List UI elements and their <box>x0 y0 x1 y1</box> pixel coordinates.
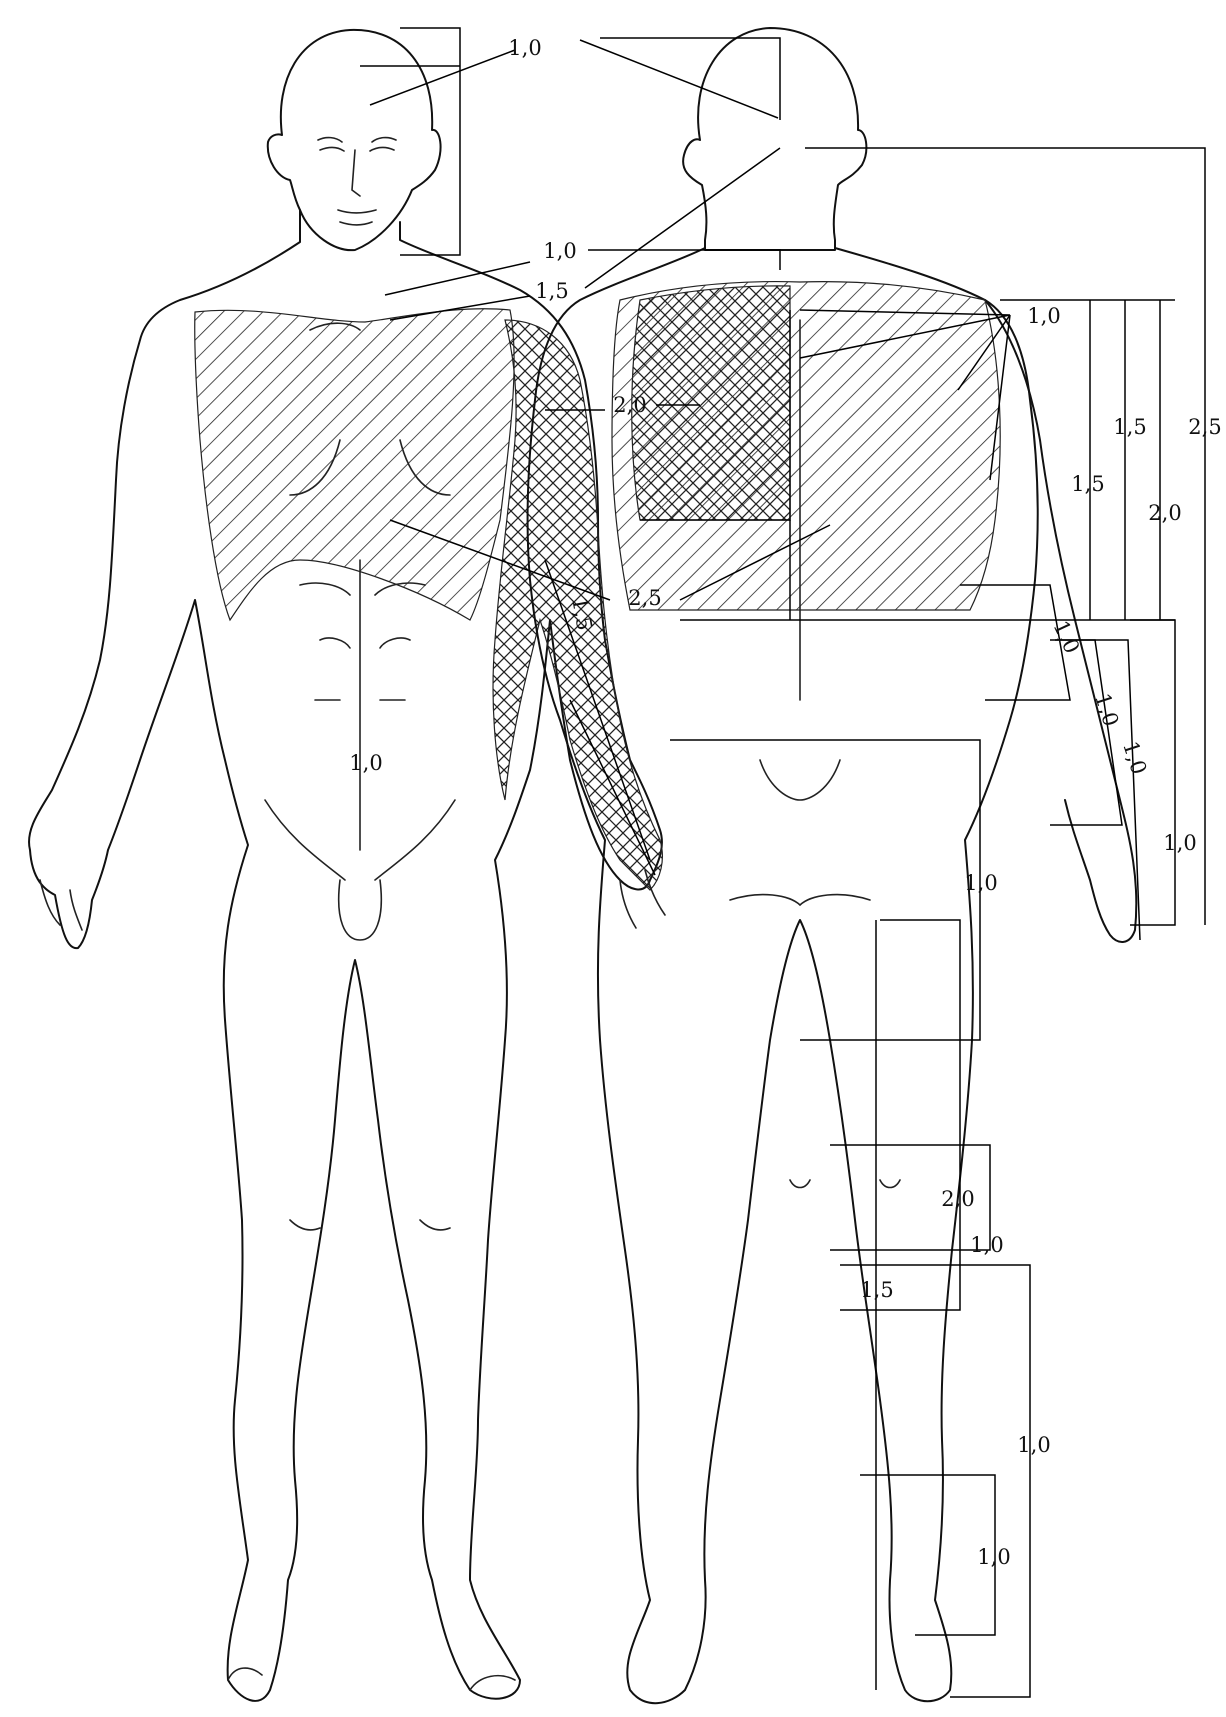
arm-bracket-1 <box>960 585 1070 700</box>
label-knee: 1,0 <box>970 1233 1003 1257</box>
head-leader <box>360 40 778 118</box>
label-shin: 1,0 <box>1017 1433 1050 1457</box>
labels: 1,0 1,0 1,5 1,0 2,0 2,5 1,5 1,0 1,5 1,5 … <box>349 36 1221 1569</box>
label-back-upper-15: 1,5 <box>1113 415 1146 439</box>
front-knees <box>290 1220 450 1230</box>
label-back-total: 2,5 <box>1188 415 1221 439</box>
label-upper-back: 2,0 <box>613 393 646 417</box>
label-foot: 1,0 <box>977 1545 1010 1569</box>
label-shoulder-back: 1,0 <box>1027 304 1060 328</box>
label-upper-arm: 1,0 <box>1048 617 1084 657</box>
buttock-bracket <box>670 740 980 1040</box>
back-shoulder-zone <box>632 286 790 520</box>
label-neck-front: 1,0 <box>543 239 576 263</box>
label-buttock: 1,0 <box>964 871 997 895</box>
label-back-upper-20: 2,0 <box>1148 501 1181 525</box>
front-figure <box>29 30 665 1701</box>
front-head <box>268 30 441 250</box>
label-trunk: 2,5 <box>628 586 661 610</box>
label-arm-total: 1,0 <box>1163 831 1196 855</box>
head-bracket-front <box>400 28 460 255</box>
label-forearm-back: 1,0 <box>1090 690 1123 729</box>
annotations <box>360 28 1205 1697</box>
back-head <box>683 28 866 250</box>
label-abdomen: 1,0 <box>349 751 382 775</box>
label-neck-back: 1,5 <box>535 279 568 303</box>
label-back-mid-15: 1,5 <box>1071 472 1104 496</box>
label-hand-back: 1,0 <box>1118 738 1151 777</box>
front-chest-zone <box>195 309 514 620</box>
calf-bracket <box>840 1265 1030 1697</box>
shin-bracket <box>860 1475 995 1635</box>
arm-bracket-2 <box>1050 640 1140 940</box>
front-face <box>318 138 396 225</box>
label-head: 1,0 <box>508 36 541 60</box>
label-thigh: 2,0 <box>941 1187 974 1211</box>
label-calf: 1,5 <box>860 1278 893 1302</box>
